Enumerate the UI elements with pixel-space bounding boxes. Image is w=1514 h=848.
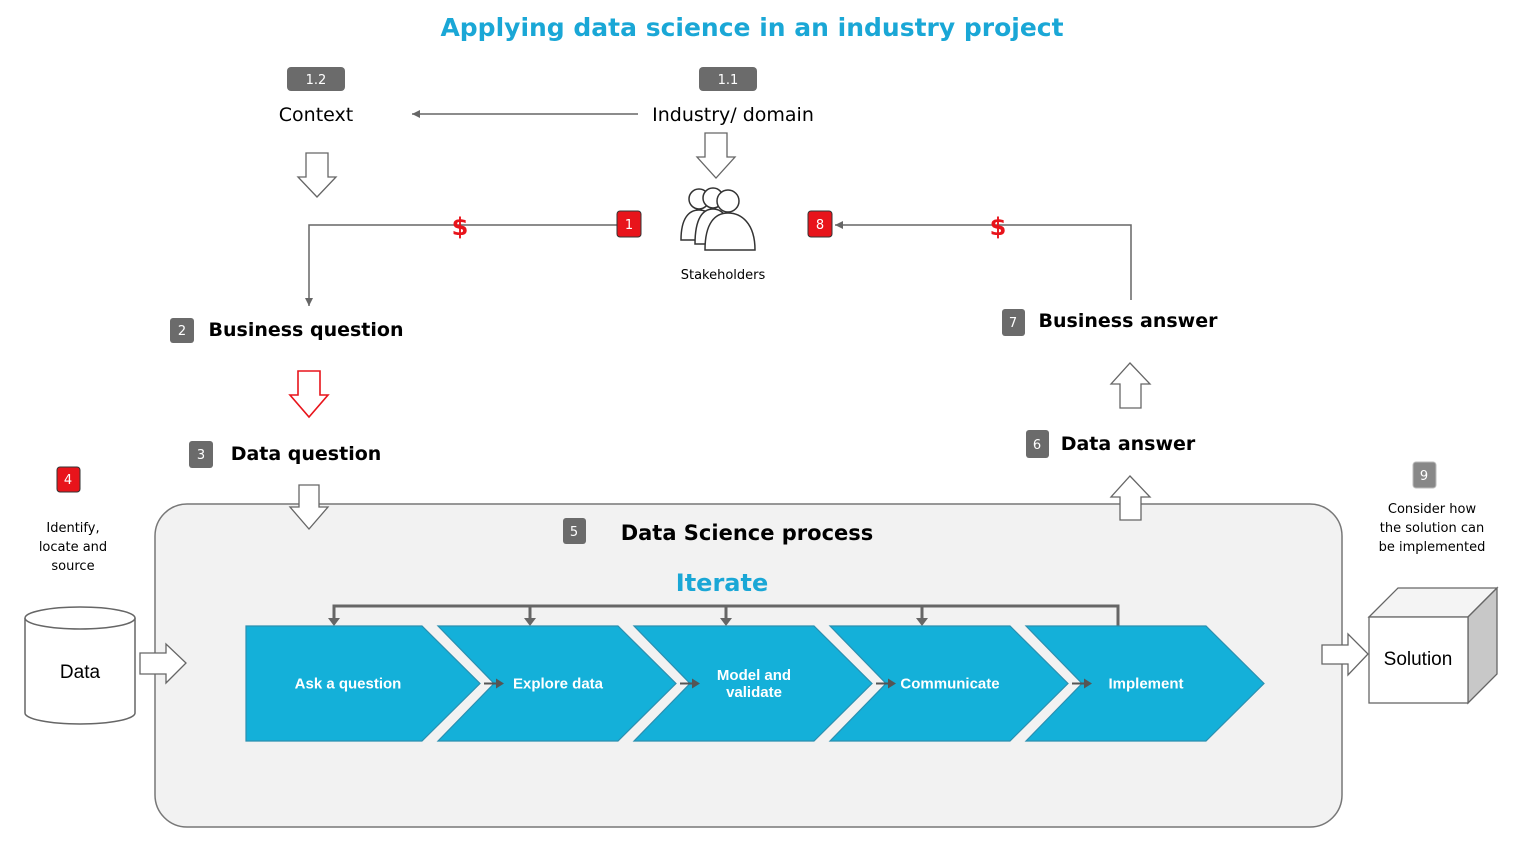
right-arrow-data-to-process bbox=[139, 642, 187, 685]
down-arrow-industry bbox=[695, 132, 737, 179]
process-label: Data Science process bbox=[621, 521, 874, 545]
svg-text:4: 4 bbox=[64, 473, 72, 488]
dollar-icon-left: $ bbox=[452, 213, 469, 241]
step-connector-arrowhead-2 bbox=[692, 678, 700, 689]
svg-text:5: 5 bbox=[570, 525, 578, 540]
process-step-1-label: Ask a question bbox=[295, 676, 402, 693]
svg-text:2: 2 bbox=[178, 324, 186, 339]
svg-text:6: 6 bbox=[1033, 438, 1041, 453]
process-steps: Ask a question Explore data Model andvalid… bbox=[245, 625, 1265, 742]
stakeholders-label: Stakeholders bbox=[681, 268, 766, 283]
cube-icon bbox=[1367, 586, 1499, 705]
badge-1-2: 1.2 bbox=[287, 67, 345, 91]
process-step-4-label: Communicate bbox=[900, 676, 999, 693]
badge-5: 5 bbox=[563, 518, 586, 544]
badge-7: 7 bbox=[1002, 309, 1025, 336]
implementation-line-2: the solution can bbox=[1380, 521, 1484, 536]
badge-9: 9 bbox=[1412, 461, 1437, 489]
business-answer-label: Business answer bbox=[1039, 310, 1219, 332]
badge-1: 1 bbox=[616, 210, 642, 238]
data-source-line-2: locate and bbox=[39, 540, 107, 555]
step-connector-arrowhead-3 bbox=[888, 678, 896, 689]
implementation-line-3: be implemented bbox=[1379, 540, 1486, 555]
data-label: Data bbox=[60, 662, 101, 683]
iterate-label: Iterate bbox=[676, 569, 768, 597]
context-label: Context bbox=[279, 104, 353, 126]
svg-text:1: 1 bbox=[625, 218, 633, 233]
down-arrow-context bbox=[296, 152, 338, 198]
dollar-icon-right: $ bbox=[990, 213, 1007, 241]
data-source-line-3: source bbox=[51, 559, 94, 574]
badge-8: 8 bbox=[807, 210, 833, 238]
up-arrow-to-data-answer bbox=[1109, 475, 1152, 521]
flow-stakeholders-to-business-question bbox=[305, 224, 617, 306]
svg-text:8: 8 bbox=[816, 218, 824, 233]
svg-text:1.2: 1.2 bbox=[306, 73, 327, 88]
badge-1-1: 1.1 bbox=[699, 67, 757, 91]
diagram-title: Applying data science in an industry pro… bbox=[440, 13, 1063, 42]
down-arrow-red bbox=[288, 370, 330, 419]
down-arrow-into-process bbox=[288, 484, 330, 530]
badge-6: 6 bbox=[1026, 430, 1049, 458]
right-arrow-to-solution bbox=[1321, 632, 1369, 677]
step-connector-arrowhead-1 bbox=[496, 678, 504, 689]
industry-label: Industry/ domain bbox=[652, 104, 814, 126]
svg-text:1.1: 1.1 bbox=[718, 73, 739, 88]
up-arrow-to-business-answer bbox=[1109, 362, 1152, 409]
svg-text:9: 9 bbox=[1420, 469, 1428, 484]
data-source-line-1: Identify, bbox=[46, 521, 99, 536]
data-answer-label: Data answer bbox=[1061, 433, 1196, 455]
process-step-3-label: Model and bbox=[717, 667, 791, 684]
step-connector-arrowhead-4 bbox=[1084, 678, 1092, 689]
flow-business-answer-to-stakeholders bbox=[835, 221, 1132, 300]
badge-3: 3 bbox=[189, 441, 213, 468]
database-cylinder-icon bbox=[24, 606, 136, 725]
solution-label: Solution bbox=[1384, 649, 1453, 670]
implementation-line-1: Consider how bbox=[1388, 502, 1477, 517]
badge-2: 2 bbox=[170, 318, 194, 343]
svg-text:7: 7 bbox=[1009, 316, 1017, 331]
process-step-3-label: validate bbox=[726, 684, 782, 701]
business-question-label: Business question bbox=[209, 319, 404, 341]
process-step-1 bbox=[245, 625, 481, 742]
svg-text:3: 3 bbox=[197, 448, 205, 463]
process-step-5-label: Implement bbox=[1108, 676, 1183, 693]
badge-4: 4 bbox=[56, 466, 81, 493]
people-group-icon bbox=[680, 187, 756, 251]
process-step-2-label: Explore data bbox=[513, 676, 604, 693]
data-question-label: Data question bbox=[231, 443, 382, 465]
iterate-arrowheads bbox=[328, 618, 928, 626]
